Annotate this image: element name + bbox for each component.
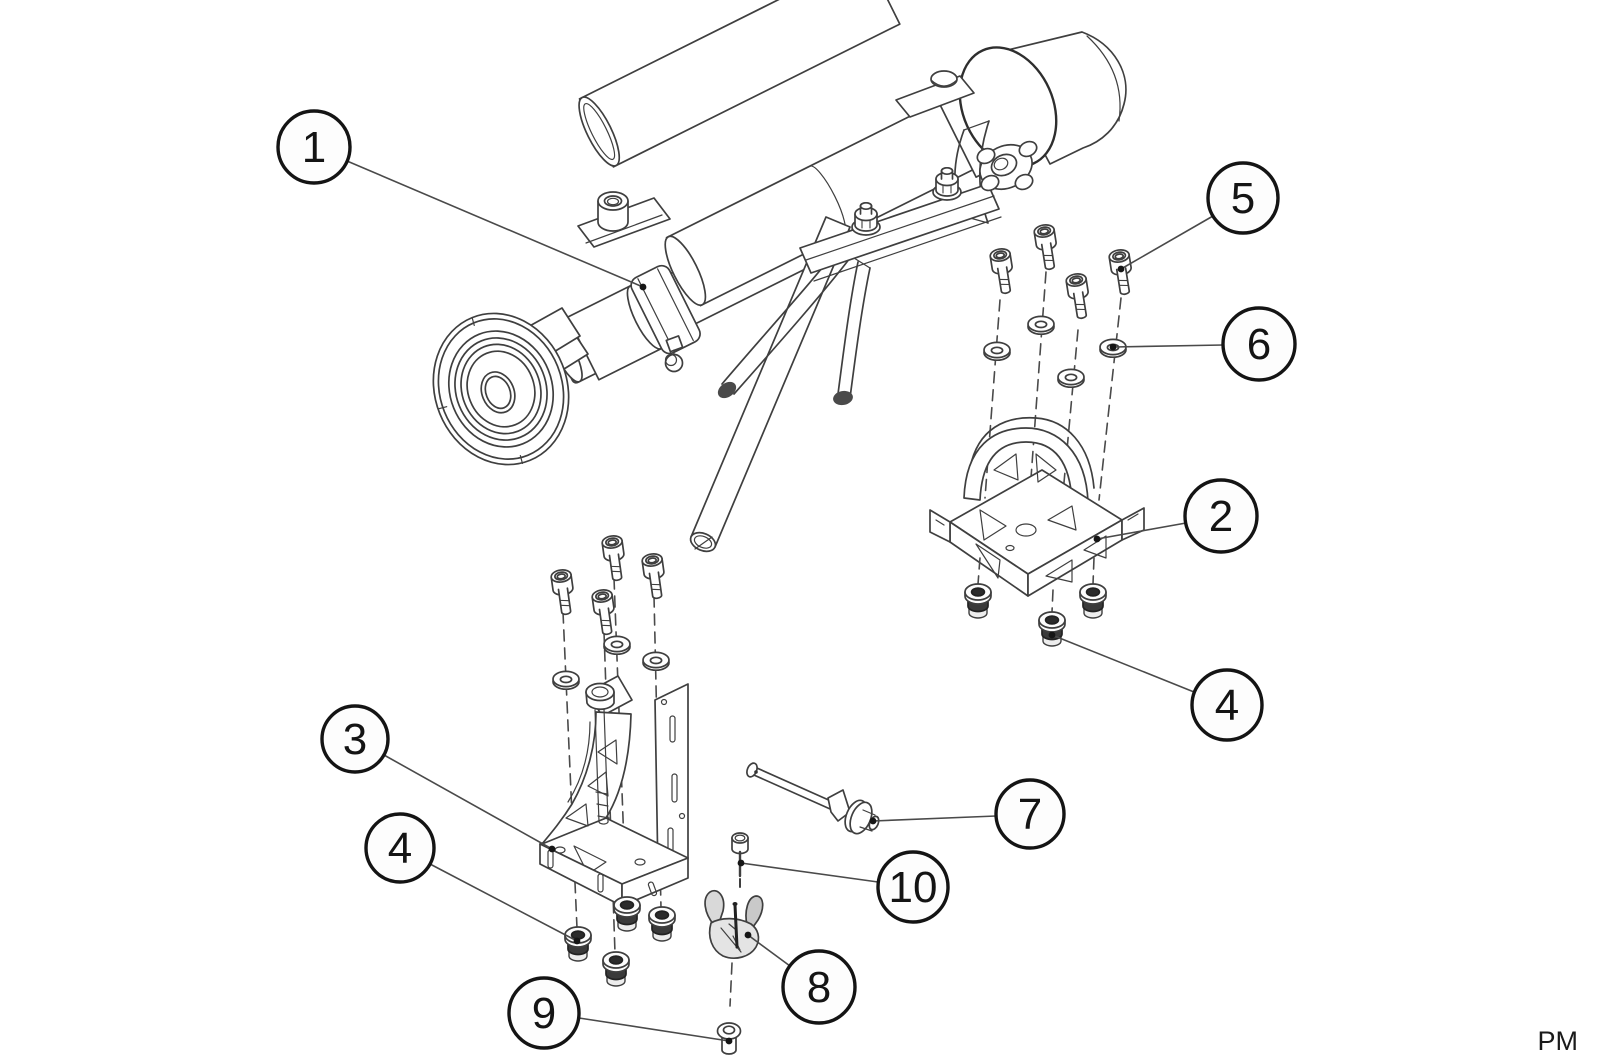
leader-line	[740, 862, 879, 883]
callout-bubble	[994, 778, 1066, 850]
retainer-clip	[704, 889, 764, 959]
clamp-bolt	[577, 191, 671, 248]
well-nut-grommet	[964, 583, 992, 619]
upper-column-tube	[578, 0, 901, 168]
callout-5: 5	[1117, 161, 1280, 273]
callout-3: 3	[320, 704, 556, 853]
callout-number: 9	[532, 989, 556, 1038]
callouts-layer: 1 5 6 2 4 3 4 7 10 8 9	[276, 109, 1297, 1050]
leader-line	[383, 754, 553, 850]
leader-line	[1120, 215, 1214, 270]
leader-dot	[1117, 265, 1125, 273]
leader-line	[872, 815, 997, 822]
cap-screw	[640, 551, 669, 601]
well-nut-grommet	[1038, 611, 1066, 647]
callout-1: 1	[276, 109, 647, 291]
callout-bubble	[1221, 306, 1297, 382]
callout-4: 4	[1048, 631, 1264, 742]
callout-number: 2	[1209, 492, 1233, 541]
dashed-guides	[729, 962, 733, 1007]
callout-bubble	[364, 812, 436, 884]
callout-bubble	[1206, 161, 1280, 235]
leader-dot	[869, 817, 877, 825]
leader-dot	[1093, 535, 1101, 543]
shaft-tube	[689, 216, 851, 553]
washer	[552, 670, 580, 691]
callout-2: 2	[1093, 478, 1259, 554]
clamp-band	[630, 264, 701, 355]
callout-number: 5	[1231, 174, 1255, 223]
callout-number: 7	[1018, 790, 1042, 839]
callout-bubble	[276, 109, 352, 185]
mount-rail	[799, 166, 1002, 282]
top-tab	[895, 70, 975, 118]
leader-dot	[744, 931, 752, 939]
leader-dot	[1048, 631, 1056, 639]
cap-screw	[549, 567, 578, 617]
cap-screw	[988, 246, 1017, 296]
left-fastener-group	[539, 533, 689, 987]
callout-9: 9	[507, 976, 733, 1050]
callout-number: 4	[388, 824, 412, 873]
leader-line	[1051, 634, 1195, 693]
washer	[642, 651, 670, 672]
leader-line	[346, 160, 644, 288]
cap-screw	[1032, 222, 1061, 272]
callout-number: 10	[889, 863, 938, 912]
callout-bubble	[1190, 668, 1264, 742]
flat-head-screw	[585, 682, 615, 825]
callout-number: 3	[343, 715, 367, 764]
leader-line	[747, 934, 791, 967]
leader-line	[1112, 344, 1224, 348]
leader-line	[429, 863, 578, 942]
callout-bubble	[876, 850, 950, 924]
washer	[983, 341, 1011, 362]
dashed-guides	[984, 271, 1122, 527]
callout-bubble	[1183, 478, 1259, 554]
leader-line	[578, 1017, 730, 1042]
transducer-disc	[432, 312, 570, 466]
callout-bubble	[507, 976, 581, 1050]
leader-dot	[548, 845, 556, 853]
well-nut-grommet	[648, 906, 676, 942]
washer	[1057, 368, 1085, 389]
well-nut-grommet	[1079, 583, 1107, 619]
set-screw	[731, 832, 749, 888]
callout-bubble	[781, 949, 857, 1025]
leader-dot	[639, 283, 647, 291]
right-fastener-group	[929, 222, 1145, 647]
leader-dot	[1109, 343, 1117, 351]
callout-6: 6	[1109, 306, 1297, 382]
cap-screw	[590, 587, 619, 637]
page-code: PM	[1538, 1026, 1579, 1056]
washer	[603, 635, 631, 656]
leader-dot	[573, 937, 581, 945]
callout-10: 10	[737, 850, 950, 924]
cap-screw	[1064, 271, 1093, 321]
motor-assembly	[432, 0, 1127, 553]
pivot-pin	[746, 762, 880, 835]
saddle-clamp-bracket	[929, 416, 1145, 597]
callout-7: 7	[869, 778, 1066, 850]
callout-bubble	[320, 704, 390, 774]
callout-number: 1	[302, 123, 326, 172]
dashed-guides	[977, 557, 1095, 613]
callout-number: 8	[807, 963, 831, 1012]
callout-number: 4	[1215, 681, 1239, 730]
cap-screw	[600, 533, 629, 583]
well-nut-grommet	[613, 896, 641, 932]
clamp-screw	[664, 335, 684, 373]
well-nut-grommet	[602, 951, 630, 987]
leader-dot	[725, 1037, 733, 1045]
leader-line	[1096, 522, 1187, 540]
callout-4: 4	[364, 812, 581, 945]
leader-dot	[737, 859, 745, 867]
corner-mount-bracket	[539, 675, 689, 907]
callout-8: 8	[744, 931, 857, 1025]
washer	[1027, 315, 1055, 336]
callout-number: 6	[1247, 320, 1271, 369]
star-knob	[976, 140, 1038, 192]
